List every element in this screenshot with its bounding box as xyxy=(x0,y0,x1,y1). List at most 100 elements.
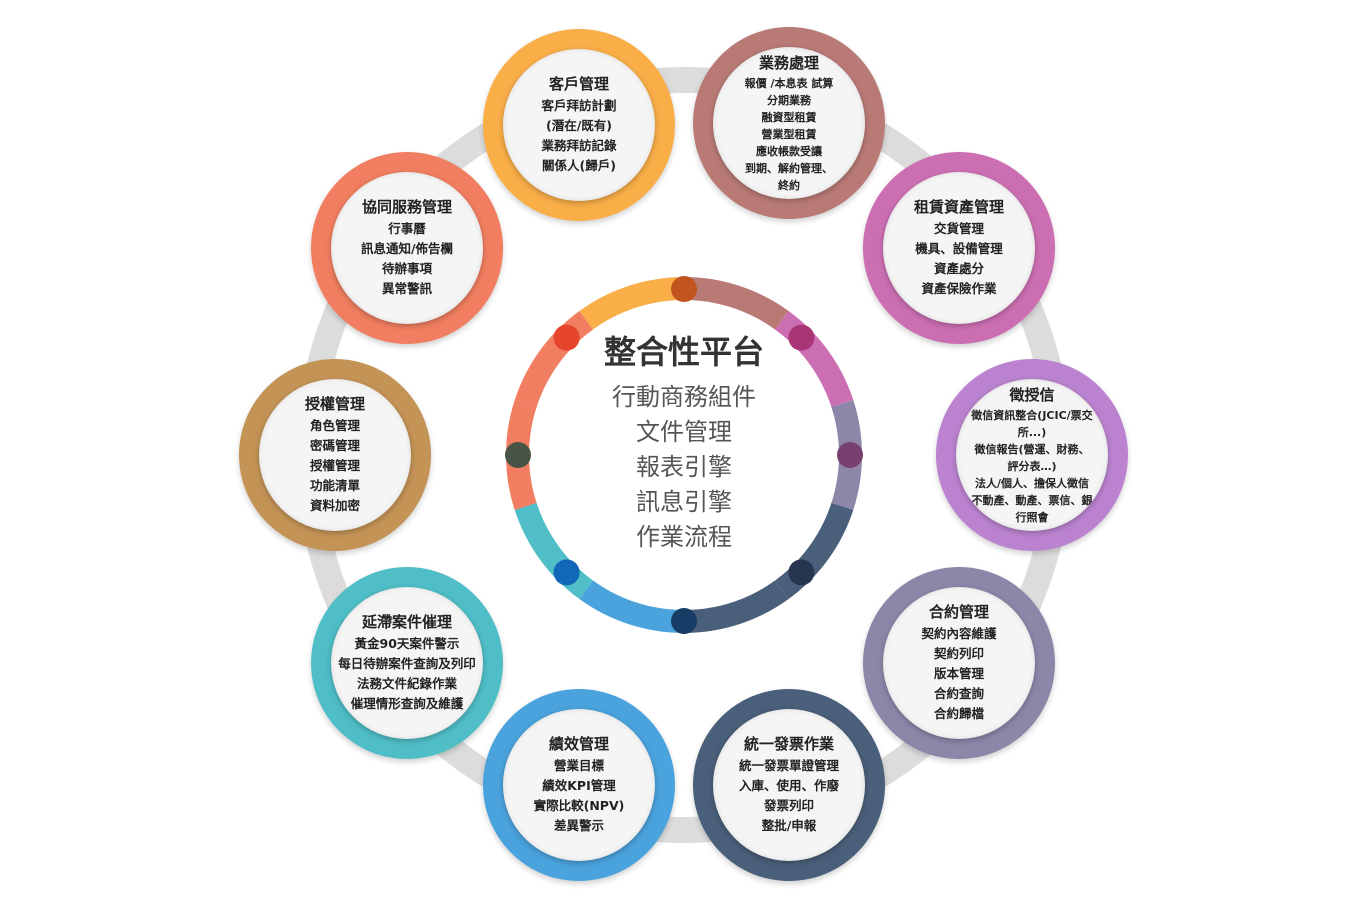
module-overdue-item: 法務文件紀錄作業 xyxy=(356,676,457,691)
module-overdue-item: 黃金90天案件警示 xyxy=(354,636,460,651)
module-authorization-item: 授權管理 xyxy=(309,458,360,473)
module-customer-item: 業務拜訪記錄 xyxy=(541,138,617,153)
module-business: 業務處理報價 /本息表 試算分期業務融資型租賃營業型租賃應收帳款受讓到期、解約管… xyxy=(693,27,885,219)
module-invoice-content: 統一發票作業統一發票單證管理入庫、使用、作廢發票列印整批/申報 xyxy=(713,709,865,861)
platform-title: 整合性平台 xyxy=(603,333,764,371)
module-customer-items: 客戶拜訪計劃(潛在/既有)業務拜訪記錄關係人(歸戶) xyxy=(535,96,622,176)
module-performance-title: 績效管理 xyxy=(548,735,609,753)
module-business-item: 終約 xyxy=(778,178,800,192)
center-ring-dots xyxy=(505,276,863,634)
module-credit-item: 法人/個人、擔保人徵信 xyxy=(974,476,1089,490)
module-performance-item: 績效KPI管理 xyxy=(542,778,616,793)
module-invoice-item: 入庫、使用、作廢 xyxy=(738,778,839,793)
module-authorization: 授權管理角色管理密碼管理授權管理功能清單資料加密 xyxy=(239,359,431,551)
module-performance-item: 營業目標 xyxy=(553,758,604,773)
module-collaboration-item: 訊息通知/佈告欄 xyxy=(360,241,454,256)
module-credit-items: 徵信資訊整合(JCIC/票交所...) 徵信報告(營運、財務、評分表…) 法人/個人… xyxy=(965,407,1098,526)
module-collaboration-item: 異常警訊 xyxy=(381,281,432,296)
platform-item-message-engine: 訊息引擎 xyxy=(636,488,732,516)
center-ring-arc xyxy=(774,310,854,408)
platform-item-report-engine: 報表引擎 xyxy=(636,453,732,481)
module-performance: 績效管理營業目標績效KPI管理實際比較(NPV) 差異警示 xyxy=(483,689,675,881)
platform-item-mobile-commerce: 行動商務組件 xyxy=(612,383,756,411)
module-collaboration-item: 行事曆 xyxy=(388,221,426,236)
platform-center: 整合性平台 行動商務組件 文件管理 報表引擎 訊息引擎 作業流程 xyxy=(534,330,834,555)
module-business-title: 業務處理 xyxy=(758,53,819,72)
module-performance-item: 差異警示 xyxy=(553,818,604,833)
module-collaboration-title: 協同服務管理 xyxy=(361,198,452,216)
module-business-item: 到期、解約管理、 xyxy=(745,161,833,175)
module-lease-asset-content: 租賃資產管理交貨管理機具、設備管理資產處分資產保險作業 xyxy=(883,172,1035,324)
module-credit-item: 評分表…) xyxy=(1007,459,1057,473)
module-lease-asset-title: 租賃資產管理 xyxy=(913,198,1004,216)
center-ring-dot xyxy=(553,324,580,351)
module-business-item: 報價 /本息表 試算 xyxy=(744,76,834,90)
module-invoice-item: 發票列印 xyxy=(763,798,814,813)
center-ring-dot xyxy=(505,442,531,468)
module-overdue: 延滯案件催理黃金90天案件警示每日待辦案件查詢及列印法務文件紀錄作業催理情形查詢… xyxy=(311,567,503,759)
module-lease-asset-item: 交貨管理 xyxy=(933,221,984,236)
module-credit-item: 不動產、動產、票信、銀 xyxy=(971,493,1093,507)
module-lease-asset-item: 資產處分 xyxy=(933,261,984,276)
module-performance-content: 績效管理營業目標績效KPI管理實際比較(NPV) 差異警示 xyxy=(503,709,655,861)
module-customer-title: 客戶管理 xyxy=(548,75,609,93)
center-ring-dot xyxy=(788,324,815,351)
module-customer-item: 關係人(歸戶) xyxy=(542,158,616,173)
module-lease-asset-item: 機具、設備管理 xyxy=(915,241,1003,256)
module-invoice-item: 整批/申報 xyxy=(761,818,817,833)
module-authorization-item: 角色管理 xyxy=(309,418,360,433)
module-credit-item: 徵信報告(營運、財務、 xyxy=(974,442,1090,456)
module-credit-item: 徵信資訊整合(JCIC/票交 xyxy=(971,408,1093,422)
module-customer-item: 客戶拜訪計劃 xyxy=(541,98,617,113)
module-lease-asset-items: 交貨管理機具、設備管理資產處分資產保險作業 xyxy=(909,219,1009,299)
module-credit: 徵授信徵信資訊整合(JCIC/票交所...) 徵信報告(營運、財務、評分表…) 法人… xyxy=(936,359,1128,551)
module-customer-content: 客戶管理客戶拜訪計劃(潛在/既有)業務拜訪記錄關係人(歸戶) xyxy=(503,49,655,201)
module-authorization-item: 資料加密 xyxy=(309,498,360,513)
module-contract-item: 合約查詢 xyxy=(933,686,984,701)
module-invoice-item: 統一發票單證管理 xyxy=(738,758,839,773)
module-contract-item: 契約內容維護 xyxy=(921,626,997,641)
module-contract-title: 合約管理 xyxy=(928,603,989,621)
module-business-item: 應收帳款受讓 xyxy=(756,144,822,158)
module-invoice: 統一發票作業統一發票單證管理入庫、使用、作廢發票列印整批/申報 xyxy=(693,689,885,881)
module-business-items: 報價 /本息表 試算分期業務融資型租賃營業型租賃應收帳款受讓到期、解約管理、終約 xyxy=(739,75,840,194)
module-contract-item: 版本管理 xyxy=(933,666,984,681)
module-lease-asset-item: 資產保險作業 xyxy=(921,281,997,296)
module-performance-item: 實際比較(NPV) xyxy=(533,798,625,813)
center-ring-arc xyxy=(514,502,594,600)
module-business-content: 業務處理報價 /本息表 試算分期業務融資型租賃營業型租賃應收帳款受讓到期、解約管… xyxy=(713,47,865,199)
module-credit-item: 行照會 xyxy=(1015,510,1049,524)
module-authorization-items: 角色管理密碼管理授權管理功能清單資料加密 xyxy=(304,416,366,516)
module-authorization-content: 授權管理角色管理密碼管理授權管理功能清單資料加密 xyxy=(259,379,411,531)
module-overdue-items: 黃金90天案件警示每日待辦案件查詢及列印法務文件紀錄作業催理情形查詢及維護 xyxy=(332,634,482,714)
module-contract: 合約管理契約內容維護契約列印版本管理合約查詢合約歸檔 xyxy=(863,567,1055,759)
module-credit-title: 徵授信 xyxy=(1009,385,1055,404)
center-ring-arc xyxy=(774,502,854,600)
module-contract-content: 合約管理契約內容維護契約列印版本管理合約查詢合約歸檔 xyxy=(883,587,1035,739)
module-contract-item: 契約列印 xyxy=(933,646,984,661)
module-performance-items: 營業目標績效KPI管理實際比較(NPV) 差異警示 xyxy=(528,756,631,836)
center-ring-dot xyxy=(671,276,697,302)
module-overdue-title: 延滯案件催理 xyxy=(361,613,452,631)
module-collaboration-content: 協同服務管理行事曆訊息通知/佈告欄待辦事項異常警訊 xyxy=(331,172,483,324)
module-authorization-item: 功能清單 xyxy=(309,478,360,493)
module-customer: 客戶管理客戶拜訪計劃(潛在/既有)業務拜訪記錄關係人(歸戶) xyxy=(483,29,675,221)
module-credit-item: 所...) xyxy=(1017,425,1047,439)
module-overdue-content: 延滯案件催理黃金90天案件警示每日待辦案件查詢及列印法務文件紀錄作業催理情形查詢… xyxy=(331,587,483,739)
module-business-item: 融資型租賃 xyxy=(761,110,817,124)
center-ring-dot xyxy=(837,442,863,468)
platform-item-workflow: 作業流程 xyxy=(636,523,732,551)
module-overdue-item: 每日待辦案件查詢及列印 xyxy=(338,656,476,671)
module-invoice-items: 統一發票單證管理入庫、使用、作廢發票列印整批/申報 xyxy=(733,756,845,836)
center-disc xyxy=(529,300,839,610)
center-ring-arc xyxy=(514,310,594,408)
module-contract-items: 契約內容維護契約列印版本管理合約查詢合約歸檔 xyxy=(915,624,1002,724)
module-collaboration: 協同服務管理行事曆訊息通知/佈告欄待辦事項異常警訊 xyxy=(311,152,503,344)
module-credit-content: 徵授信徵信資訊整合(JCIC/票交所...) 徵信報告(營運、財務、評分表…) 法人… xyxy=(956,379,1108,531)
module-collaboration-item: 待辦事項 xyxy=(381,261,432,276)
module-authorization-title: 授權管理 xyxy=(304,395,365,413)
module-lease-asset: 租賃資產管理交貨管理機具、設備管理資產處分資產保險作業 xyxy=(863,152,1055,344)
module-business-item: 分期業務 xyxy=(767,93,811,107)
